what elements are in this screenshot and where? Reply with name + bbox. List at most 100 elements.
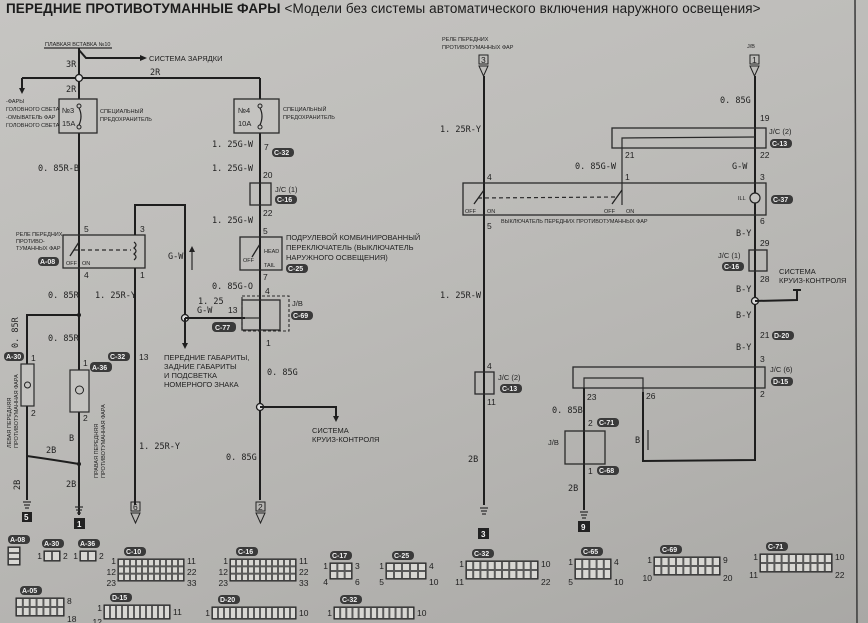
wire-3r: 3R — [66, 60, 77, 70]
connector-pin-cell — [481, 562, 487, 569]
connector-tag[interactable]: C-32 — [340, 595, 362, 604]
connector-tag[interactable]: C-69 — [660, 545, 682, 554]
relay-coil-icon — [133, 241, 137, 261]
connector-tag[interactable]: C-10 — [124, 547, 146, 556]
connector-tag[interactable]: C-16 — [275, 195, 297, 204]
connector-tag[interactable]: D-20 — [218, 595, 240, 604]
connector-pin-cell — [411, 572, 417, 578]
right-lamp-label-2: ПРОТИВОТУМАННАЯ ФАРА — [101, 404, 107, 478]
wire-125gw-1: 1. 25 — [198, 297, 224, 307]
connector-tag[interactable]: C-16 — [722, 262, 744, 271]
connector-pin-number: 1 — [205, 608, 210, 618]
connector-face-a-08: A-08 — [7, 535, 30, 566]
c77-pin-13: 13 — [228, 305, 238, 315]
fuse-4-amperage: 10A — [238, 119, 251, 128]
connector-tag[interactable]: C-13 — [770, 139, 792, 148]
connector-pin-cell — [141, 606, 145, 618]
connector-pin-cell — [576, 560, 582, 568]
connector-pin-cell — [155, 560, 159, 566]
connector-pin-cell — [9, 548, 19, 552]
connector-pin-number: 1 — [111, 556, 116, 566]
terminal-box — [478, 54, 489, 65]
connector-tag[interactable]: C-37 — [771, 195, 793, 204]
connector-tag[interactable]: C-13 — [500, 384, 522, 393]
right-pin-23: 23 — [587, 392, 597, 402]
connector-pin-cell — [699, 558, 705, 565]
connector-tag[interactable]: D-20 — [772, 331, 794, 340]
connector-pin-cell — [237, 560, 241, 566]
connector-tag[interactable]: C-71 — [766, 542, 788, 551]
connector-tag[interactable]: C-17 — [330, 551, 352, 560]
connector-pin-cell — [531, 562, 537, 569]
svg-text:A-30: A-30 — [6, 354, 21, 361]
right-wire-by-4: B-Y — [736, 343, 751, 353]
connector-tag[interactable]: A-08 — [38, 257, 59, 266]
connector-pin-cell — [291, 608, 295, 618]
connector-pin-cell — [243, 567, 247, 573]
connector-body — [211, 606, 297, 620]
connector-pin-cell — [255, 574, 259, 580]
connector-pin-cell — [119, 567, 123, 573]
connector-pin-cell — [365, 608, 370, 618]
connector-tag[interactable]: A-08 — [8, 535, 30, 544]
svg-text:C-16: C-16 — [724, 264, 739, 271]
svg-text:C-69: C-69 — [662, 547, 677, 554]
jb-box — [241, 299, 281, 331]
connector-pin-cell — [273, 608, 277, 618]
right-wire-085gw: 0. 85G-W — [575, 162, 617, 172]
charging-system-label: СИСТЕМА ЗАРЯДКИ — [149, 54, 223, 63]
connector-pin-number: 33 — [299, 578, 309, 588]
relay-ref-1: РЕЛЕ ПЕРЕДНИХ — [442, 37, 489, 43]
connector-pin-cell — [131, 567, 135, 573]
svg-text:C-77: C-77 — [215, 325, 230, 332]
connector-pin-cell — [481, 571, 487, 578]
connector-pin-cell — [231, 560, 235, 566]
connector-tag[interactable]: C-25 — [286, 264, 308, 273]
fog-switch-label: ВЫКЛЮЧАТЕЛЬ ПЕРЕДНИХ ПРОТИВОТУМАННЫХ ФАР — [501, 219, 648, 225]
connector-tag[interactable]: D-15 — [771, 377, 793, 386]
svg-text:C-16: C-16 — [238, 549, 253, 556]
connector-pin-cell — [255, 608, 259, 618]
svg-text:C-32: C-32 — [110, 354, 125, 361]
connector-tag[interactable]: A-30 — [42, 539, 64, 548]
connector-tag[interactable]: C-32 — [472, 549, 494, 558]
connector-pin-cell — [387, 564, 393, 570]
connector-tag[interactable]: C-16 — [236, 547, 258, 556]
connector-pin-number: 22 — [541, 577, 551, 587]
connector-pin-cell — [655, 567, 661, 574]
connector-tag[interactable]: A-36 — [78, 539, 100, 548]
connector-pin-cell — [419, 564, 425, 570]
marker-title-1: ПЕРЕДНИЕ ГАБАРИТЫ, — [164, 353, 249, 362]
connector-tag[interactable]: A-30 — [4, 352, 24, 361]
connector-pin-cell — [662, 567, 668, 574]
connector-pin-cell — [167, 574, 171, 580]
wire-125ry: 1. 25R-Y — [95, 291, 136, 301]
connector-pin-cell — [273, 574, 277, 580]
svg-text:C-32: C-32 — [474, 551, 489, 558]
right-jb-label: J/B — [747, 44, 755, 50]
connector-tag[interactable]: C-68 — [597, 466, 619, 475]
connector-tag[interactable]: A-05 — [20, 586, 42, 595]
jb-label: J/B — [292, 299, 303, 308]
connector-tag[interactable]: C-25 — [392, 551, 414, 560]
jc2-label: J/C (2) — [769, 127, 792, 136]
connector-tag[interactable]: C-65 — [581, 547, 603, 556]
connector-tag[interactable]: C-32 — [108, 352, 130, 361]
fuse-3-number: №3 — [62, 106, 74, 115]
relay-pin-1: 1 — [140, 270, 145, 280]
connector-pin-cell — [179, 560, 183, 566]
center-cruise-1: СИСТЕМА — [312, 426, 349, 435]
connector-pin-cell — [249, 560, 253, 566]
connector-tag[interactable]: C-71 — [597, 418, 619, 427]
connector-tag[interactable]: D-15 — [110, 593, 132, 602]
relay-ref-2: ПРОТИВОТУМАННЫХ ФАР — [442, 45, 514, 51]
connector-tag[interactable]: C-32 — [272, 148, 294, 157]
connector-pin-cell — [495, 562, 501, 569]
connector-tag[interactable]: C-77 — [212, 322, 236, 332]
connector-pin-cell — [111, 606, 115, 618]
right-pin-22: 22 — [760, 150, 770, 160]
connector-tag[interactable]: C-69 — [291, 311, 313, 320]
connector-tag[interactable]: A-36 — [90, 362, 112, 372]
connector-pin-number: 4 — [429, 561, 434, 571]
